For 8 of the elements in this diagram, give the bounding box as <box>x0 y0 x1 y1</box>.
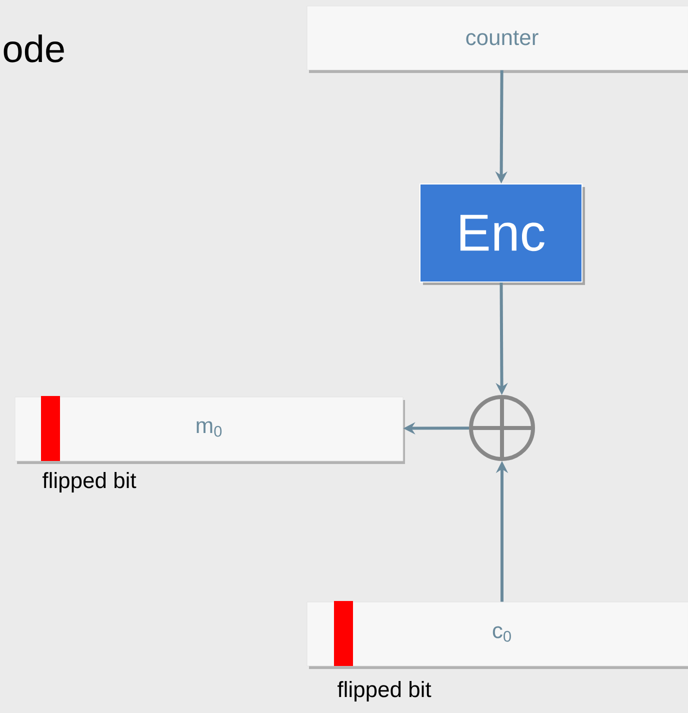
node-label: flipped bit <box>42 472 136 493</box>
title: ode <box>4 34 64 62</box>
xor-symbol <box>469 395 535 461</box>
data-block: c$_{0}$ <box>306 601 688 669</box>
cipher-box: Enc <box>420 184 585 285</box>
node-label: flipped bit <box>338 681 432 702</box>
data-block: m$_{0}$ <box>14 396 405 464</box>
data-block: counter <box>306 6 688 73</box>
